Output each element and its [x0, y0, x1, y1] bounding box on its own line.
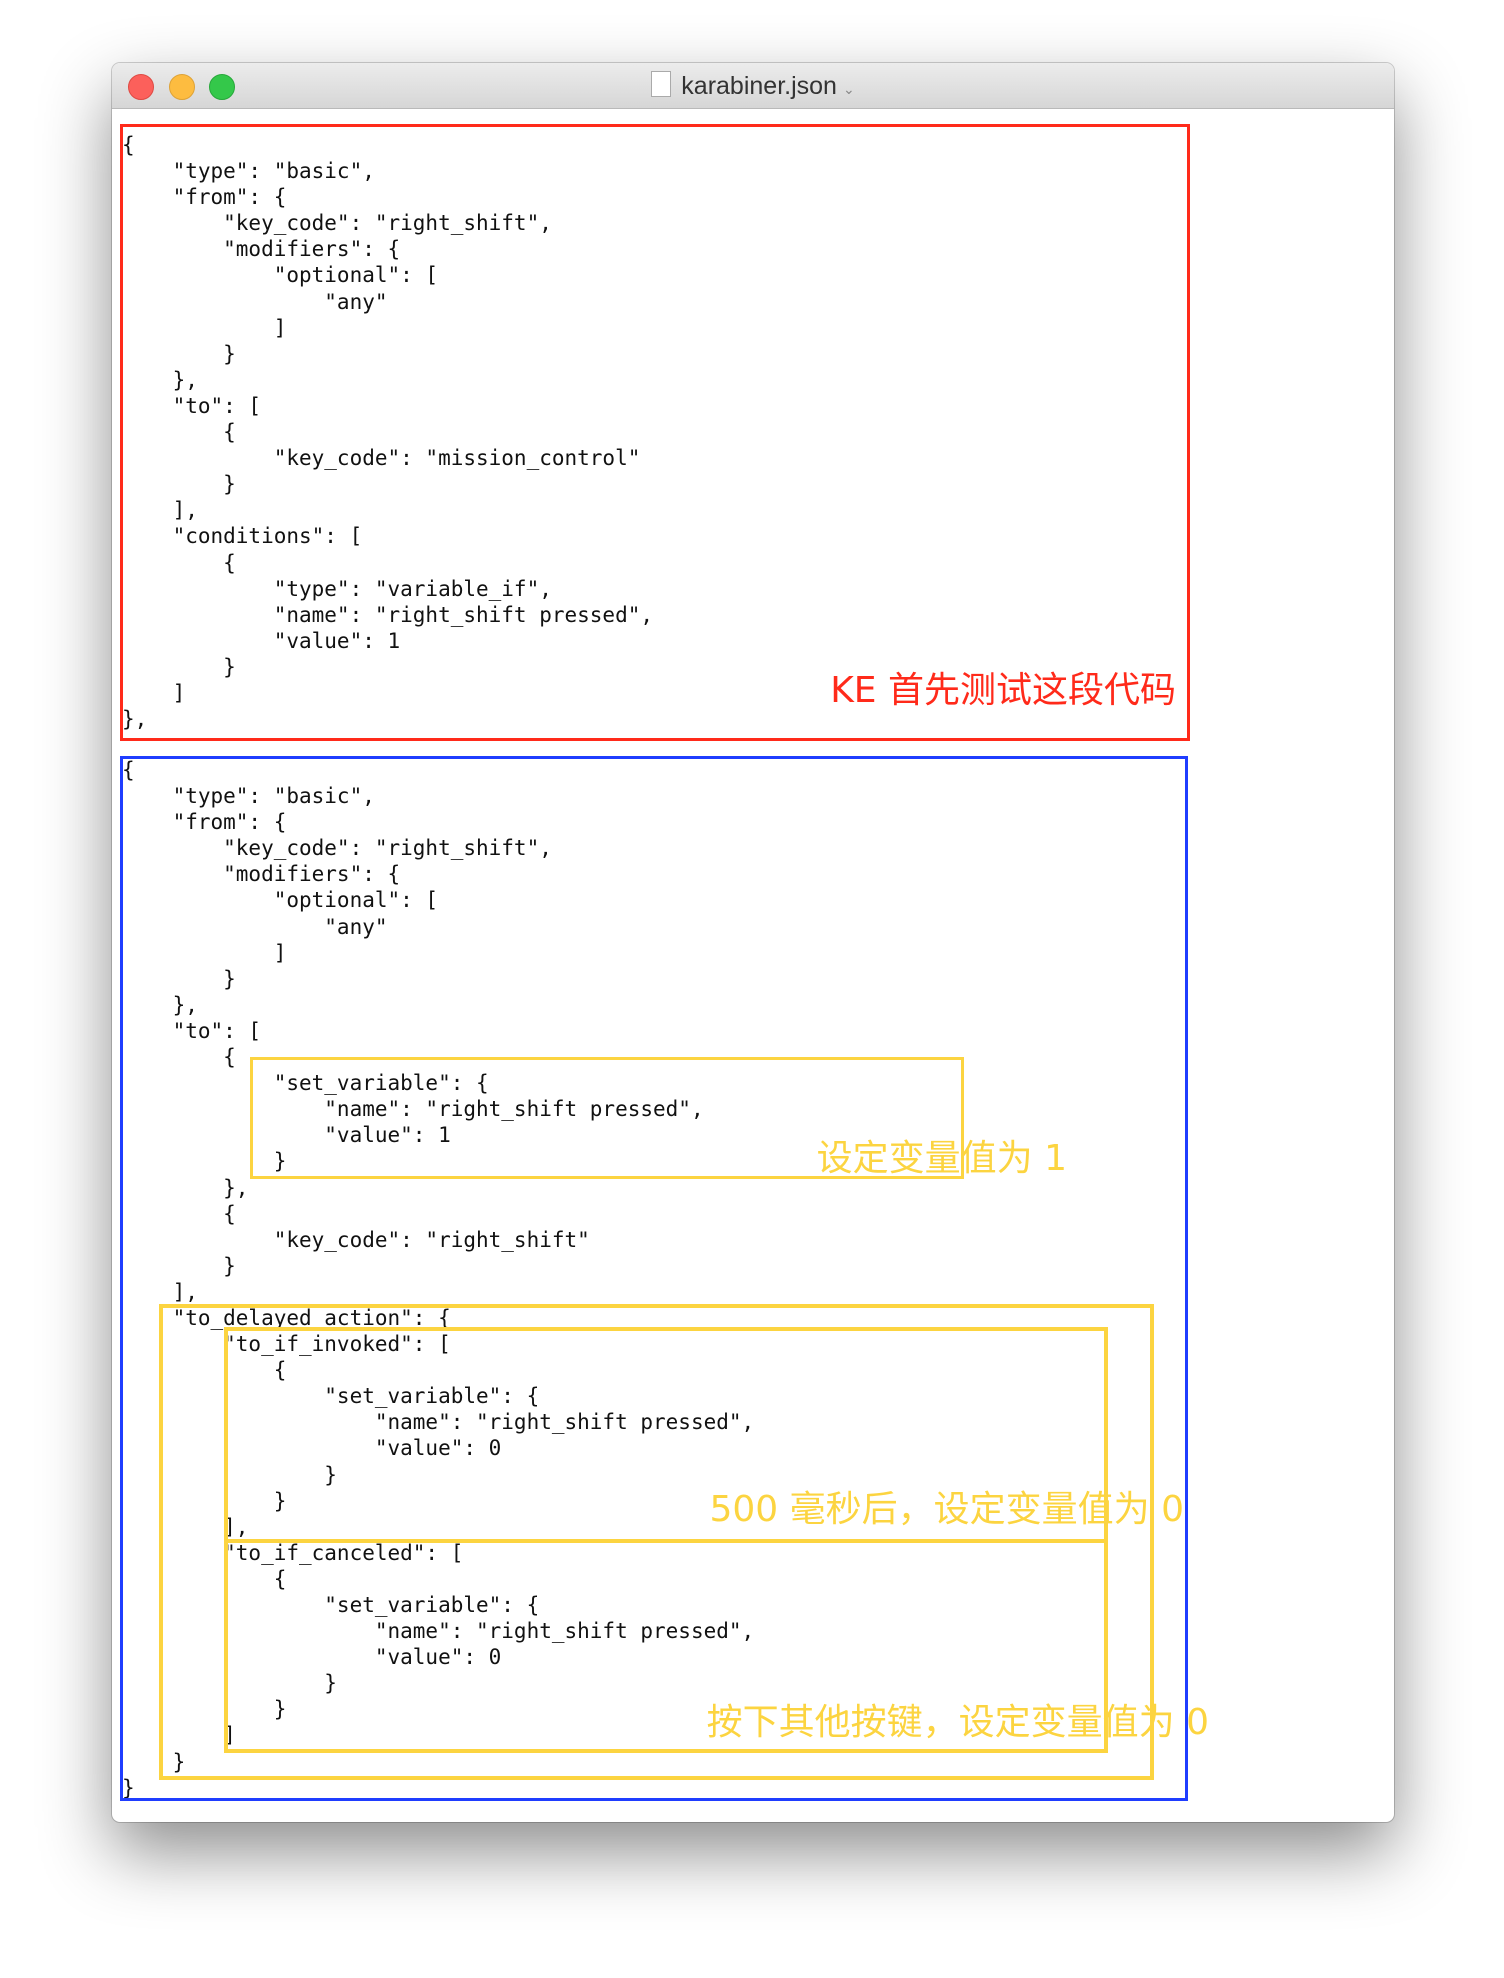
minimize-button[interactable] [169, 74, 195, 100]
code-line: "from": { [122, 185, 287, 210]
code-line: { [122, 133, 135, 157]
code-line: { [122, 1045, 236, 1070]
zoom-button[interactable] [209, 74, 235, 100]
code-line: "to": [ [122, 1018, 262, 1043]
code-line: "value": 1 [122, 628, 401, 653]
code-line: } [122, 1253, 236, 1278]
yellow-box-set-variable [250, 1057, 964, 1179]
code-line: { [122, 1201, 236, 1226]
code-line: "type": "variable_if", [122, 576, 552, 601]
code-line: "optional": [ [122, 263, 439, 288]
yellow-annotation-canceled: 按下其他按键，设定变量值为 0 [706, 1702, 1209, 1743]
code-line: "modifiers": { [122, 237, 401, 262]
code-line: "key_code": "mission_control" [122, 446, 641, 471]
code-line: "from": { [122, 810, 287, 835]
title-bar: karabiner.json ⌄ [112, 63, 1394, 109]
code-line: } [122, 1775, 135, 1800]
code-line: ], [122, 1279, 198, 1304]
code-line: "type": "basic", [122, 784, 375, 809]
code-line: "set_variable": { [122, 1071, 489, 1096]
code-line: } [122, 654, 236, 679]
window-title[interactable]: karabiner.json ⌄ [112, 71, 1394, 101]
code-line: } [122, 1749, 186, 1774]
code-line: "name": "right_shift pressed", [122, 1097, 704, 1122]
text-editor-window: karabiner.json ⌄ { "type": "basic", "from… [112, 63, 1394, 1822]
code-line: "value": 0 [122, 1436, 502, 1461]
yellow-box-to-if-canceled [224, 1539, 1108, 1753]
code-line: }, [122, 707, 148, 732]
code-line: "value": 1 [122, 1123, 451, 1148]
code-line: ] [122, 680, 186, 705]
code-line: "set_variable": { [122, 1384, 540, 1409]
window-title-text: karabiner.json [681, 72, 837, 100]
code-line: "to": [ [122, 393, 262, 418]
code-line: "key_code": "right_shift", [122, 211, 552, 236]
code-line: { [122, 758, 135, 782]
code-line: "key_code": "right_shift" [122, 1227, 590, 1252]
code-line: { [122, 420, 236, 445]
code-line: } [122, 966, 236, 991]
code-line: } [122, 472, 236, 497]
code-line: { [122, 1566, 287, 1591]
code-line: "optional": [ [122, 888, 439, 913]
red-highlight-box [120, 124, 1190, 741]
code-line: "set_variable": { [122, 1593, 540, 1617]
code-line: "name": "right_shift pressed", [122, 1619, 755, 1644]
yellow-annotation-set-variable: 设定变量值为 1 [816, 1138, 1067, 1179]
code-line: "key_code": "right_shift", [122, 836, 552, 861]
code-line: "name": "right_shift pressed", [122, 602, 654, 627]
code-line: "any" [122, 914, 388, 939]
yellow-annotation-invoked: 500 毫秒后，设定变量值为 0 [709, 1489, 1184, 1530]
code-line: ] [122, 315, 287, 340]
code-line: } [122, 1697, 287, 1722]
code-block-1[interactable]: { "type": "basic", "from": { "key_code":… [122, 132, 653, 732]
code-line: "to_delayed_action": { [122, 1305, 451, 1330]
code-line: "modifiers": { [122, 862, 401, 887]
code-line: }, [122, 992, 198, 1017]
code-line: } [122, 341, 236, 366]
blue-highlight-box [120, 756, 1188, 1801]
yellow-box-delayed-action [159, 1304, 1154, 1780]
code-line: } [122, 1462, 337, 1487]
code-line: "name": "right_shift pressed", [122, 1410, 755, 1435]
code-line: } [122, 1671, 337, 1696]
code-line: }, [122, 1175, 249, 1200]
document-icon [651, 71, 672, 97]
code-line: ], [122, 498, 198, 523]
code-line: { [122, 550, 236, 575]
close-button[interactable] [128, 74, 154, 100]
code-line: { [122, 1358, 287, 1383]
code-line: } [122, 1149, 287, 1174]
code-line: "any" [122, 289, 388, 314]
code-line: }, [122, 367, 198, 392]
code-line: } [122, 1488, 287, 1513]
code-line: "type": "basic", [122, 159, 375, 184]
code-line: "conditions": [ [122, 524, 363, 549]
code-line: "to_if_invoked": [ [122, 1332, 451, 1357]
code-line: "to_if_canceled": [ [122, 1540, 464, 1565]
code-line: "value": 0 [122, 1645, 502, 1670]
code-block-2[interactable]: { "type": "basic", "from": { "key_code":… [122, 757, 754, 1801]
chevron-down-icon[interactable]: ⌄ [842, 81, 855, 97]
red-annotation: KE 首先测试这段代码 [830, 670, 1176, 711]
code-line: ] [122, 940, 287, 965]
